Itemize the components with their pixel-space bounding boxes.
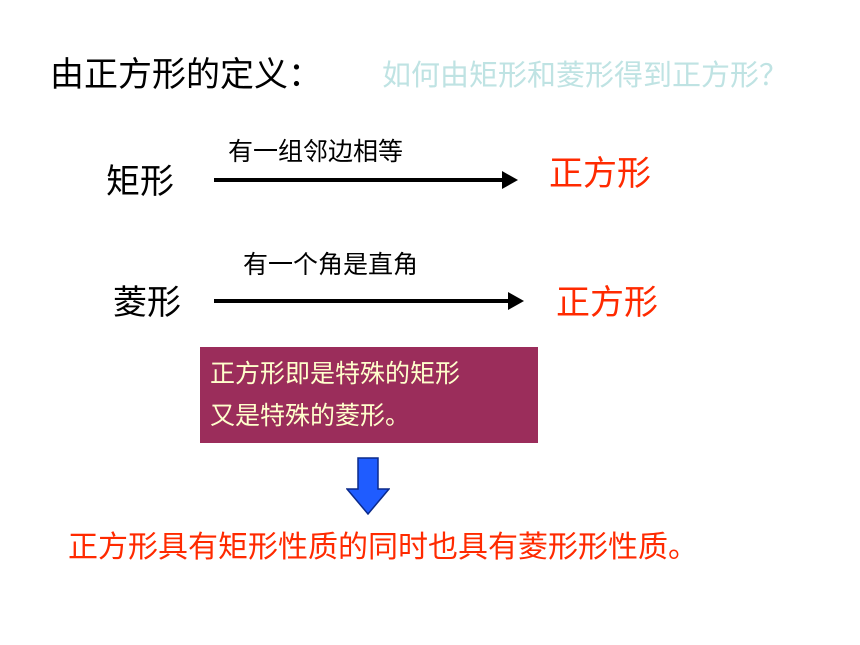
guiding-question: 如何由矩形和菱形得到正方形？	[382, 58, 789, 92]
conclusion-text: 正方形具有矩形性质的同时也具有菱形形性质。	[68, 530, 698, 565]
info-box-line-1: 正方形即是特殊的矩形	[210, 359, 461, 388]
right-arrow-icon	[214, 292, 524, 310]
result-square-label-1: 正方形	[549, 154, 651, 194]
down-arrow-icon	[346, 457, 390, 515]
result-square-label-2: 正方形	[556, 283, 658, 323]
page-title: 由正方形的定义：	[50, 55, 322, 95]
rectangle-label: 矩形	[106, 162, 174, 202]
right-arrow-icon	[214, 171, 518, 189]
condition-right-angle-label: 有一个角是直角	[243, 250, 419, 279]
info-box: 正方形即是特殊的矩形 又是特殊的菱形。	[200, 347, 538, 443]
rhombus-label: 菱形	[113, 283, 181, 323]
info-box-line-2: 又是特殊的菱形。	[210, 401, 411, 430]
condition-adjacent-sides-label: 有一组邻边相等	[228, 137, 404, 166]
